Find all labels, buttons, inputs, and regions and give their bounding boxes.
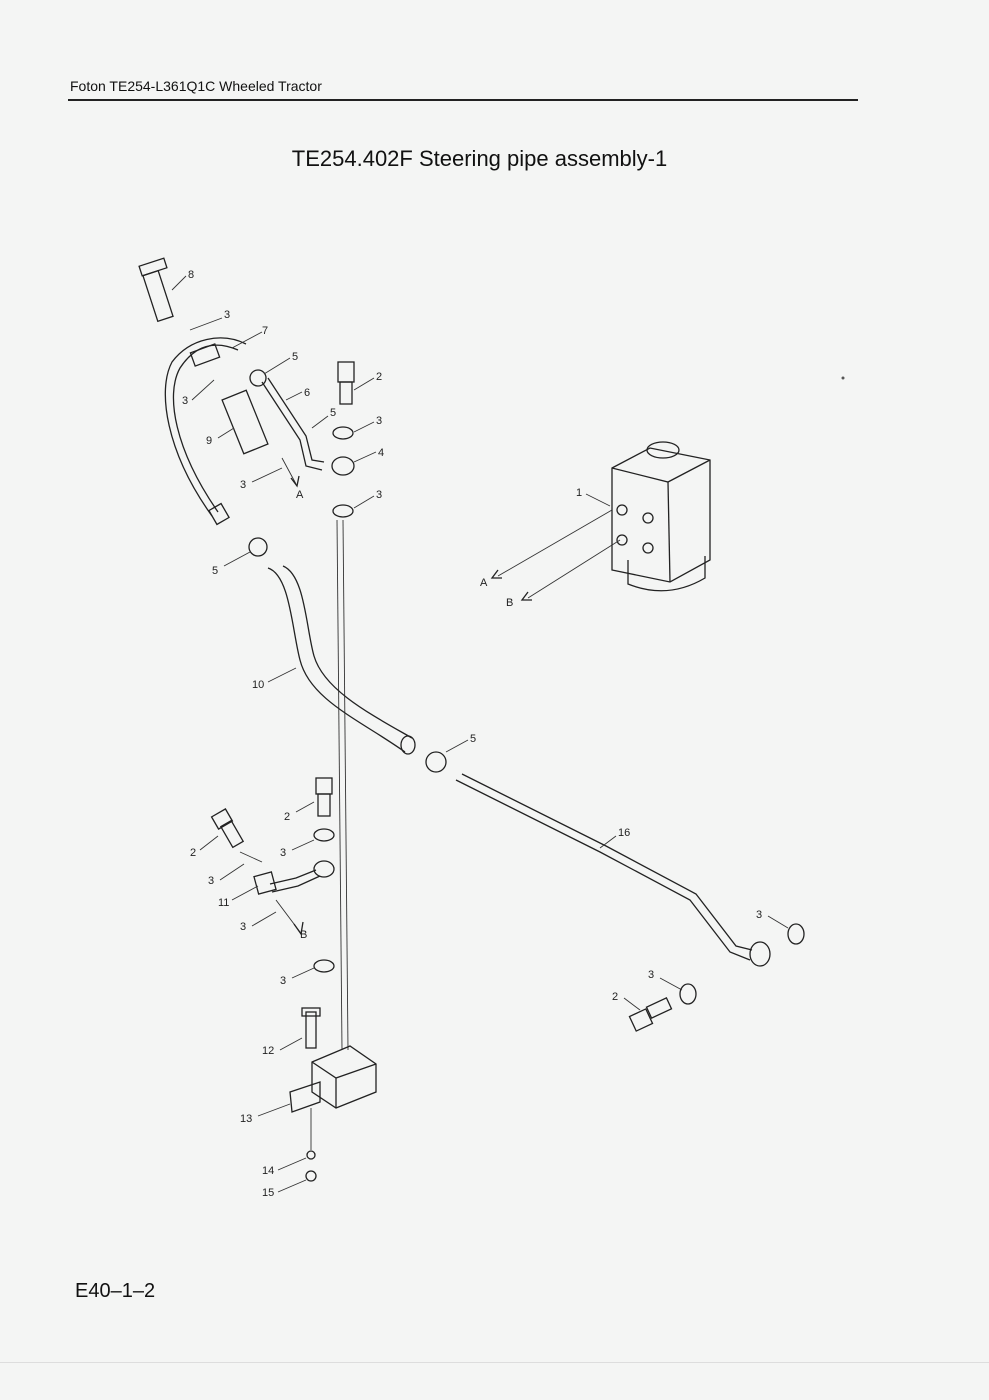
callout-10: 10 <box>252 679 264 691</box>
callout-1: 1 <box>576 487 582 499</box>
clamp-5-mid <box>248 537 268 557</box>
callout-3: 3 <box>376 489 382 501</box>
valve-block-13 <box>289 1045 377 1113</box>
callout-3: 3 <box>280 975 286 987</box>
callout-2: 2 <box>190 847 196 859</box>
hose-7 <box>164 337 247 526</box>
washer-3-d <box>313 959 335 973</box>
washer-3-c <box>313 828 335 842</box>
callout-13: 13 <box>240 1113 252 1125</box>
callout-5: 5 <box>292 351 298 363</box>
page-title: TE254.402F Steering pipe assembly-1 <box>291 146 668 171</box>
callout-2: 2 <box>376 371 382 383</box>
callout-3: 3 <box>280 847 286 859</box>
callout-3: 3 <box>756 909 762 921</box>
document-header: Foton TE254-L361Q1C Wheeled Tractor <box>70 78 322 94</box>
callout-2: 2 <box>612 991 618 1003</box>
callout-3: 3 <box>376 415 382 427</box>
callout-16: 16 <box>618 827 630 839</box>
callout-2: 2 <box>284 811 290 823</box>
pipe-11 <box>269 869 317 885</box>
callout-7: 7 <box>262 325 268 337</box>
steering-unit-1 <box>611 441 711 592</box>
nut-15 <box>305 1170 317 1182</box>
callout-3: 3 <box>182 395 188 407</box>
banjo-bolt-2-center <box>315 777 333 817</box>
header-rule <box>68 99 858 101</box>
callout-5: 5 <box>212 565 218 577</box>
callout-9: 9 <box>206 435 212 447</box>
callout-5: 5 <box>330 407 336 419</box>
washer-14 <box>306 1150 316 1160</box>
callout-3: 3 <box>648 969 654 981</box>
callout-leaders <box>171 275 789 1193</box>
washer-3-b <box>332 504 354 518</box>
banjo-bolt-2-top <box>337 361 355 405</box>
callout-14: 14 <box>262 1165 274 1177</box>
callout-15: 15 <box>262 1187 274 1199</box>
callout-A: A <box>480 577 488 589</box>
page-code: E40–1–2 <box>75 1280 156 1302</box>
callout-B: B <box>506 597 513 609</box>
banjo-bolt-2-right <box>628 997 673 1032</box>
banjo-4 <box>331 456 355 476</box>
callout-3: 3 <box>208 875 214 887</box>
callout-12: 12 <box>262 1045 274 1057</box>
pipe-10 <box>267 567 406 753</box>
callout-11: 11 <box>218 897 229 909</box>
clamp-5-lower <box>425 751 447 773</box>
callout-4: 4 <box>378 447 384 459</box>
banjo-bolt-8 <box>138 257 174 323</box>
callout-8: 8 <box>188 269 194 281</box>
washer-3-right-b <box>679 983 697 1005</box>
pipe-16 <box>455 779 751 961</box>
bolt-12 <box>305 1011 317 1049</box>
callout-3: 3 <box>224 309 230 321</box>
pipe-6 <box>261 381 323 471</box>
speck <box>841 376 845 380</box>
callout-5: 5 <box>470 733 476 745</box>
callout-3: 3 <box>240 479 246 491</box>
callout-6: 6 <box>304 387 310 399</box>
washer-3-right-a <box>787 923 805 945</box>
banjo-bolt-2-left <box>210 808 245 849</box>
callout-B: B <box>300 929 307 941</box>
callout-A: A <box>296 489 304 501</box>
sleeve-9 <box>221 389 269 455</box>
callout-3: 3 <box>240 921 246 933</box>
washer-3-a <box>332 426 354 440</box>
bottom-rule <box>0 1362 989 1363</box>
clamp-5-upper <box>249 369 267 387</box>
